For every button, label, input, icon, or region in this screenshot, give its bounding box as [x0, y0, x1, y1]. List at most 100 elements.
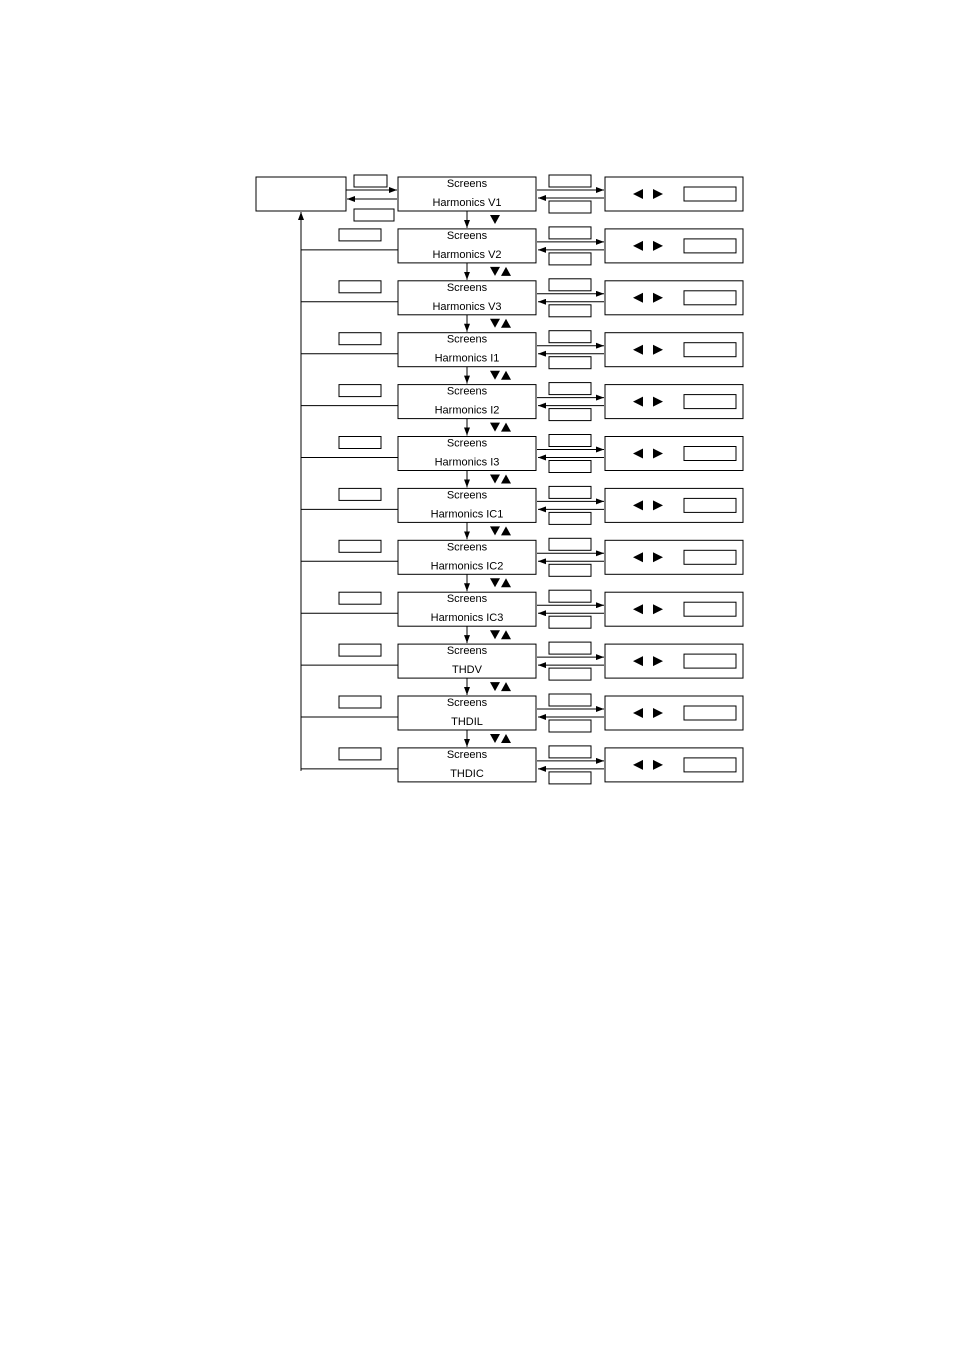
- triangle-up-icon: [501, 422, 511, 432]
- screen-title: Screens: [447, 438, 488, 450]
- screen-box: [397, 280, 537, 316]
- triangle-left-icon: [633, 708, 643, 718]
- triangle-up-icon: [501, 734, 511, 743]
- key-box-return: [338, 436, 382, 449]
- value-field: [683, 653, 737, 669]
- key-box-left: [548, 511, 592, 525]
- key-box-left: [548, 719, 592, 733]
- triangle-up-icon: [501, 370, 511, 380]
- triangle-left-icon: [633, 759, 643, 770]
- key-box-enter: [353, 174, 388, 188]
- value-field: [683, 342, 737, 358]
- triangle-right-icon: [653, 396, 663, 407]
- key-box-right: [548, 693, 592, 707]
- triangle-left-icon: [633, 500, 643, 511]
- value-field: [683, 238, 737, 254]
- triangle-right-icon: [653, 604, 663, 615]
- triangle-down-icon: [490, 266, 500, 276]
- triangle-up-icon: [501, 682, 511, 692]
- key-box-left: [548, 460, 592, 473]
- screen-name: Harmonics V1: [432, 197, 501, 209]
- screen-title: Screens: [447, 749, 488, 761]
- triangle-up-icon: [501, 266, 511, 276]
- key-box-return: [338, 384, 382, 398]
- screen-name: Harmonics I1: [435, 353, 500, 365]
- main-menu-box: [255, 176, 347, 212]
- triangle-right-icon: [653, 189, 663, 199]
- triangle-up-icon: [501, 318, 511, 328]
- key-box-return: [338, 747, 382, 761]
- triangle-up-icon: [501, 630, 511, 640]
- key-box-right: [548, 641, 592, 655]
- value-field: [683, 497, 737, 513]
- key-box-left: [548, 563, 592, 577]
- screen-title: Screens: [447, 334, 488, 346]
- key-box-left: [548, 356, 592, 370]
- key-box-return: [338, 539, 382, 553]
- triangle-right-icon: [653, 500, 663, 511]
- key-box-right: [548, 485, 592, 499]
- screen-name: Harmonics V3: [432, 301, 501, 313]
- triangle-right-icon: [653, 759, 663, 770]
- triangle-down-icon: [490, 682, 500, 692]
- triangle-right-icon: [653, 240, 663, 251]
- triangle-down-icon: [490, 422, 500, 432]
- triangle-down-icon: [490, 370, 500, 380]
- triangle-right-icon: [653, 292, 663, 303]
- value-field: [683, 601, 737, 617]
- key-box-return: [338, 643, 382, 657]
- detail-box: [604, 591, 744, 627]
- key-box-right: [548, 382, 592, 396]
- screen-title: Screens: [447, 230, 488, 242]
- triangle-down-icon: [490, 526, 500, 536]
- screen-box: [397, 436, 537, 471]
- triangle-down-icon: [490, 215, 500, 224]
- screen-name: Harmonics IC3: [431, 612, 504, 624]
- screen-box: [397, 332, 537, 368]
- triangle-right-icon: [653, 708, 663, 718]
- triangle-right-icon: [653, 344, 663, 355]
- screen-name: THDIL: [451, 716, 483, 728]
- screen-box: [397, 695, 537, 731]
- triangle-right-icon: [653, 448, 663, 459]
- key-box-right: [548, 434, 592, 447]
- screen-title: Screens: [447, 178, 488, 190]
- screen-name: Harmonics V2: [432, 249, 501, 261]
- value-field: [683, 394, 737, 410]
- key-box-exit: [353, 208, 395, 222]
- key-box-return: [338, 591, 382, 605]
- key-box-right: [548, 278, 592, 292]
- screen-name: Harmonics I2: [435, 405, 500, 417]
- triangle-down-icon: [490, 734, 500, 743]
- key-box-right: [548, 226, 592, 240]
- screen-title: Screens: [447, 489, 488, 501]
- screen-box: [397, 228, 537, 264]
- key-box-left: [548, 771, 592, 785]
- key-box-left: [548, 252, 592, 266]
- key-box-left: [548, 408, 592, 422]
- triangle-down-icon: [490, 578, 500, 588]
- triangle-up-icon: [501, 474, 511, 484]
- screen-title: Screens: [447, 593, 488, 605]
- screen-title: Screens: [447, 386, 488, 398]
- triangle-up-icon: [501, 578, 511, 588]
- triangle-left-icon: [633, 448, 643, 459]
- key-box-return: [338, 280, 382, 294]
- screen-name: THDIC: [450, 768, 484, 780]
- value-field: [683, 705, 737, 721]
- triangle-left-icon: [633, 552, 643, 563]
- screen-name: Harmonics IC2: [431, 560, 504, 572]
- value-field: [683, 549, 737, 565]
- value-field: [683, 186, 737, 202]
- screen-box: [397, 747, 537, 783]
- key-box-right: [548, 589, 592, 603]
- screen-title: Screens: [447, 282, 488, 294]
- triangle-left-icon: [633, 292, 643, 303]
- key-box-left: [548, 615, 592, 629]
- triangle-down-icon: [490, 630, 500, 640]
- screen-title: Screens: [447, 697, 488, 709]
- screen-name: THDV: [452, 664, 483, 676]
- key-box-return: [338, 332, 382, 346]
- key-box-left: [548, 304, 592, 318]
